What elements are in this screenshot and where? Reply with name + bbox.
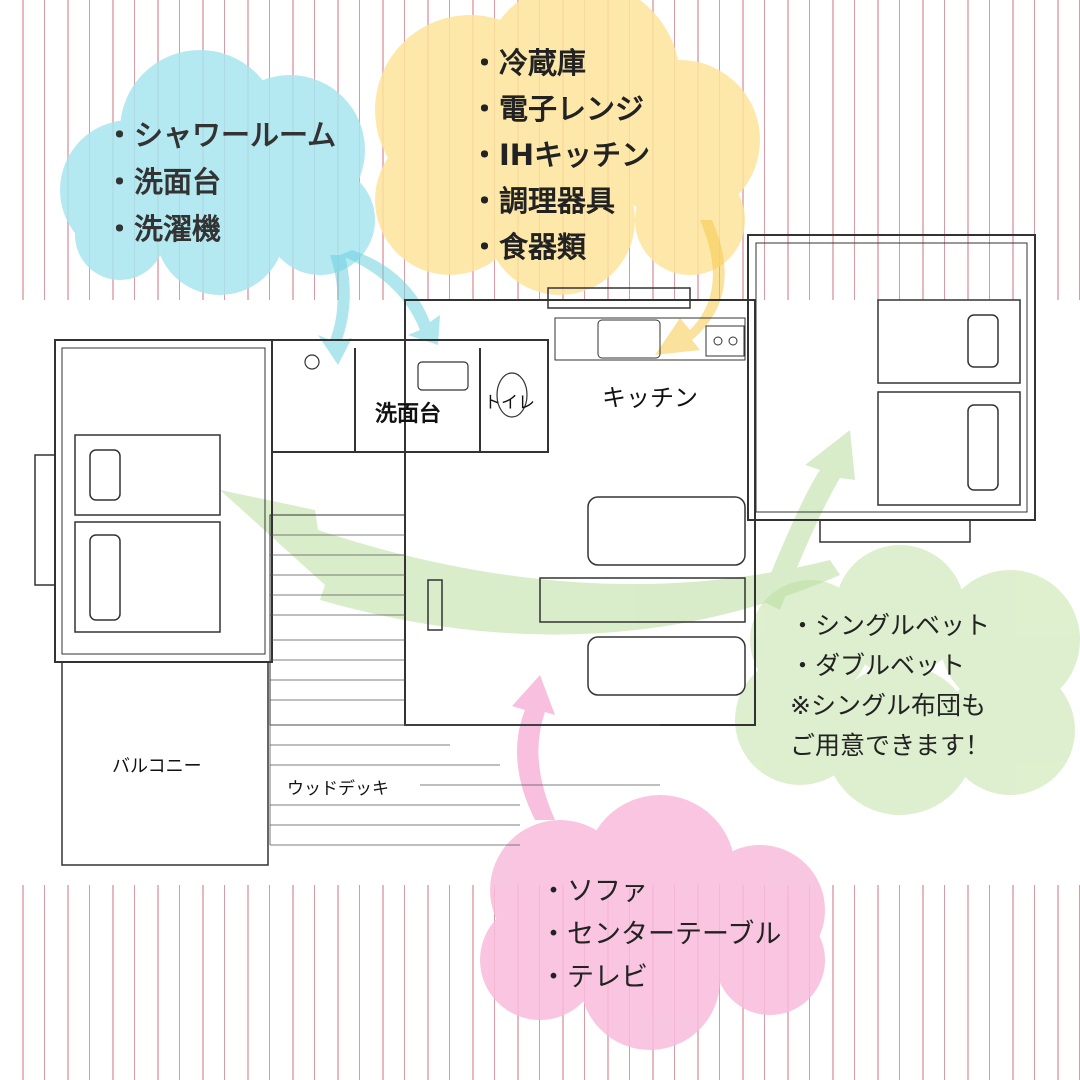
arrow-shower <box>318 255 352 365</box>
sofa-2 <box>587 636 746 696</box>
room-label-balcony: バルコニー <box>112 756 202 777</box>
bed-right-1 <box>877 299 1021 384</box>
arrow-living <box>512 675 555 820</box>
room-label-washroom: 洗面台 <box>375 402 442 427</box>
bath-block <box>271 339 549 453</box>
arrow-wash <box>340 250 440 345</box>
list-item: ・テレビ <box>540 962 648 993</box>
wash-basin <box>417 361 469 391</box>
room-label-toilet: トイレ <box>484 393 535 413</box>
sink <box>597 319 661 359</box>
list-item: ・調理器具 <box>470 184 616 218</box>
shower-head <box>304 354 320 370</box>
bedroom-cloud-list: ・シングルベット ・ダブルベット ※シングル布団も ご用意できます！ <box>790 606 990 766</box>
list-item: ・センターテーブル <box>540 919 782 950</box>
list-item: ご用意できます！ <box>790 731 991 760</box>
list-item: ※シングル布団も <box>790 691 986 720</box>
cloud-bedroom <box>735 545 1080 815</box>
list-item: ・洗濯機 <box>105 212 222 246</box>
list-item: ・シングルベット <box>790 611 991 640</box>
bed-right-2 <box>877 391 1021 506</box>
balcony <box>61 661 269 866</box>
bath-cloud-list: ・シャワールーム ・洗面台 ・洗濯機 <box>105 112 336 253</box>
center-table <box>539 577 746 623</box>
arrow-left-bedroom <box>220 490 840 635</box>
kitchen-counter <box>554 317 746 361</box>
list-item: ・食器類 <box>470 230 587 264</box>
deck-lines <box>269 534 660 846</box>
list-item: ・冷蔵庫 <box>470 46 587 80</box>
toilet <box>496 372 528 418</box>
ih-cooktop <box>705 325 745 357</box>
list-item: ・シャワールーム <box>105 118 337 152</box>
list-item: ・電子レンジ <box>470 92 645 126</box>
bed-left-1 <box>74 434 221 516</box>
kitchen-cloud-list: ・冷蔵庫 ・電子レンジ ・IHキッチン ・調理器具 ・食器類 <box>470 40 650 270</box>
room-label-kitchen: キッチン <box>602 384 698 412</box>
left-window <box>34 454 56 586</box>
cloud-bath <box>60 50 375 295</box>
living-kitchen <box>404 299 756 726</box>
room-label-deck: ウッドデッキ <box>287 779 389 799</box>
list-item: ・ダブルベット <box>790 651 966 680</box>
bed-left-2 <box>74 521 221 633</box>
list-item: ・ソファ <box>540 876 648 907</box>
arrow-kitchen <box>655 220 725 355</box>
list-item: ・洗面台 <box>105 165 222 199</box>
tv <box>427 579 443 631</box>
cloud-living <box>480 795 825 1050</box>
list-item: ・IHキッチン <box>470 138 651 172</box>
sofa-1 <box>587 496 746 566</box>
right-bedroom <box>747 234 1036 521</box>
living-cloud-list: ・ソファ ・センターテーブル ・テレビ <box>540 870 781 999</box>
